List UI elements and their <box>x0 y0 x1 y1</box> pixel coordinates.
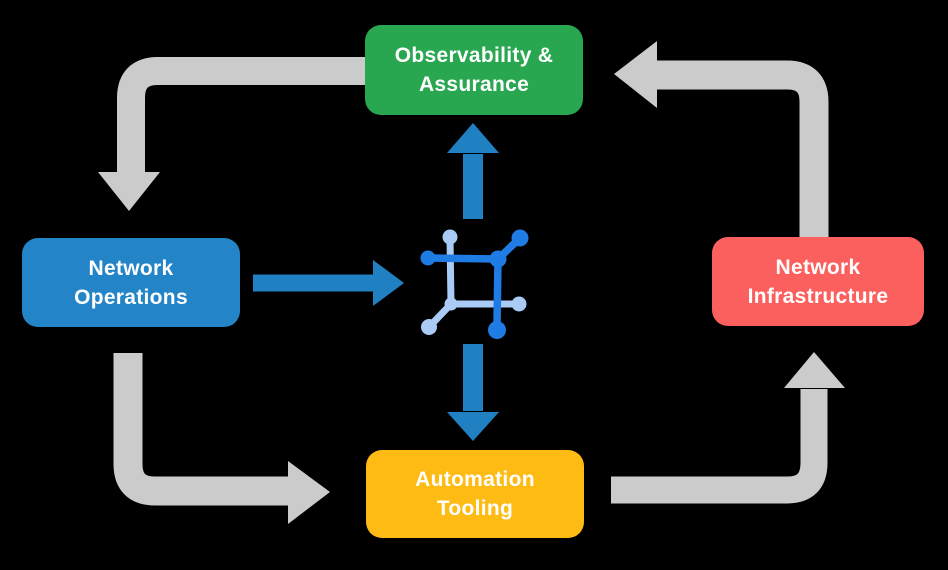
arrow-operations-to-tooling <box>113 353 330 524</box>
arrow-center-to-observability <box>447 123 499 219</box>
node-network-infrastructure: Network Infrastructure <box>712 237 924 326</box>
arrow-operations-to-center <box>253 260 404 306</box>
network-platform-icon-light-nodes <box>421 229 527 335</box>
node-label: Observability & Assurance <box>394 44 554 96</box>
node-network-operations: Network Operations <box>22 238 240 327</box>
arrow-observability-to-operations <box>98 57 368 211</box>
node-automation-tooling: Automation Tooling <box>366 450 584 538</box>
node-label: Automation Tooling <box>415 468 535 520</box>
arrow-tooling-to-infrastructure <box>611 352 845 504</box>
network-platform-icon <box>420 229 529 339</box>
arrow-center-to-tooling <box>447 344 499 441</box>
network-platform-icon-dark-nodes <box>420 229 529 339</box>
arrow-infrastructure-to-observability <box>614 41 829 240</box>
node-label: Network Infrastructure <box>747 255 889 308</box>
node-observability-assurance: Observability & Assurance <box>365 25 583 115</box>
node-label: Network Operations <box>74 256 188 309</box>
